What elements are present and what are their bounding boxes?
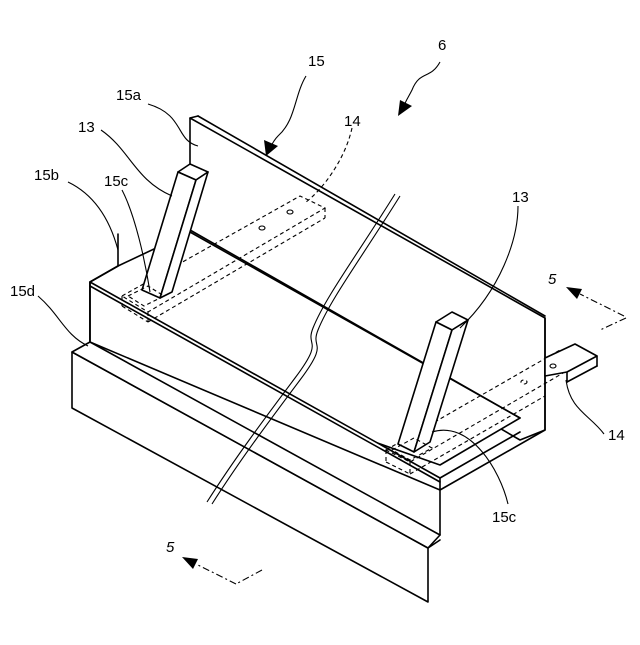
label-5-right: 5 — [548, 271, 557, 288]
section-arrow-5-left — [182, 557, 262, 584]
label-14-top: 14 — [344, 113, 361, 130]
label-15a: 15a — [116, 87, 142, 104]
arrow-15 — [264, 76, 306, 156]
section-arrow-5-right — [566, 287, 626, 330]
label-14-right: 14 — [608, 427, 625, 444]
label-6: 6 — [438, 37, 446, 54]
label-5-left: 5 — [166, 539, 175, 556]
label-15d: 15d — [10, 283, 35, 300]
label-15c-left: 15c — [104, 173, 129, 190]
arrow-6 — [398, 62, 440, 116]
label-13-right: 13 — [512, 189, 529, 206]
label-15b: 15b — [34, 167, 59, 184]
label-15: 15 — [308, 53, 325, 70]
label-15c-right: 15c — [492, 509, 517, 526]
label-13-left: 13 — [78, 119, 95, 136]
